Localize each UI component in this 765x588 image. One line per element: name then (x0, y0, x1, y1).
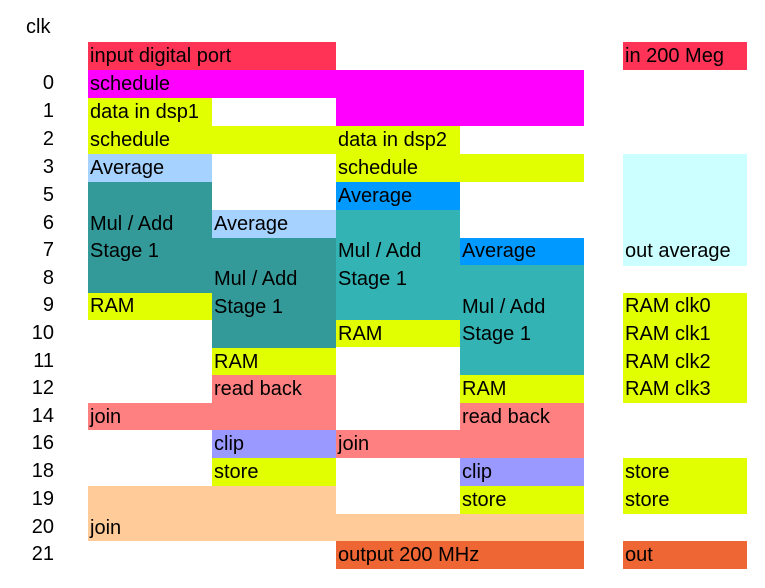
stage-label-store-19r: store (625, 489, 670, 511)
pipeline-block-salmon (336, 430, 584, 458)
clock-row-label: 20 (31, 516, 54, 538)
stage-label-ram-clk0: RAM clk0 (625, 295, 711, 317)
pipeline-block-orange (336, 541, 584, 569)
pipeline-block-blue (336, 182, 460, 210)
stage-label-average-5: Average (338, 185, 413, 207)
stage-label-stage1-b: Stage 1 (338, 268, 407, 290)
pipeline-block-yellow (460, 486, 584, 514)
pipeline-block-lightblue (212, 210, 336, 238)
pipeline-block-peach (88, 514, 584, 541)
pipeline-block-teal_light (336, 210, 460, 320)
stage-label-mul-add-b: Mul / Add (338, 240, 422, 262)
clock-row-label: 8 (42, 267, 54, 289)
stage-label-stage1-d: Stage 1 (462, 323, 531, 345)
clock-row-label: 5 (42, 184, 54, 206)
stage-label-schedule-2: schedule (90, 129, 171, 151)
pipeline-block-salmon (212, 375, 336, 403)
pipeline-block-yellow (212, 458, 336, 486)
pipeline-block-teal (212, 238, 336, 348)
clock-row-label: 2 (42, 128, 54, 150)
pipeline-block-red (623, 42, 747, 70)
clock-row-label: 0 (42, 72, 54, 94)
clock-row-label: 21 (31, 543, 54, 565)
stage-label-ram-12: RAM (462, 378, 507, 400)
stage-label-ram-9: RAM (90, 295, 135, 317)
stage-label-store-18: store (214, 461, 259, 483)
stage-label-stage1-a: Stage 1 (90, 240, 159, 262)
stage-label-in-200: in 200 Meg (625, 45, 724, 67)
pipeline-block-lavender (460, 458, 584, 486)
pipeline-block-yellow (623, 458, 747, 514)
pipeline-block-blue (460, 238, 584, 266)
stage-label-ram-clk2: RAM clk2 (625, 351, 711, 373)
clock-row-label: 1 (42, 100, 54, 122)
stage-label-store-19: store (462, 489, 507, 511)
clock-row-label: 11 (33, 350, 54, 372)
clock-row-label: 3 (42, 156, 54, 178)
pipeline-block-yellow (88, 126, 336, 154)
pipeline-block-yellow (336, 154, 584, 182)
pipeline-block-salmon (460, 403, 584, 430)
clk-header: clk (26, 16, 51, 38)
clock-row-label: 14 (31, 405, 54, 427)
clock-row-label: 10 (31, 322, 54, 344)
stage-label-data-dsp1: data in dsp1 (90, 101, 199, 123)
clock-row-label: 19 (31, 488, 54, 510)
stage-label-ram-11: RAM (214, 351, 259, 373)
pipeline-block-yellow (460, 375, 584, 403)
pipeline-block-teal (88, 182, 212, 293)
stage-label-join-14: join (90, 406, 122, 428)
pipeline-block-yellow (212, 348, 336, 375)
pipeline-block-magenta (336, 98, 584, 126)
clock-row-label: 9 (42, 294, 54, 316)
pipeline-block-yellow (336, 126, 460, 154)
clock-row-label: 6 (42, 212, 54, 234)
pipeline-block-lightblue (88, 154, 212, 182)
pipeline-block-yellow (88, 293, 212, 320)
stage-label-ram-clk3: RAM clk3 (625, 378, 711, 400)
pipeline-block-red (88, 42, 336, 70)
stage-label-join-20: join (90, 517, 122, 539)
stage-label-average-7: Average (462, 240, 537, 262)
stage-label-ram-clk1: RAM clk1 (625, 323, 711, 345)
stage-label-average-6: Average (214, 213, 289, 235)
stage-label-mul-add-c: Mul / Add (214, 268, 298, 290)
stage-label-schedule-3: schedule (338, 157, 419, 179)
stage-label-mul-add-d: Mul / Add (462, 296, 546, 318)
stage-label-average-3: Average (90, 157, 165, 179)
pipeline-block-teal_light (460, 265, 584, 375)
stage-label-ram-10: RAM (338, 323, 383, 345)
pipeline-block-peach (88, 486, 336, 514)
stage-label-data-dsp2: data in dsp2 (338, 129, 447, 151)
pipeline-block-lavender (212, 430, 336, 458)
stage-label-stage1-c: Stage 1 (214, 296, 283, 318)
stage-label-join-16: join (338, 433, 370, 455)
clock-row-label: 18 (31, 460, 54, 482)
pipeline-block-salmon (88, 403, 336, 430)
stage-label-clip-18: clip (462, 461, 493, 483)
stage-label-read-back-14: read back (462, 406, 550, 428)
stage-label-out: out (625, 544, 653, 566)
stage-label-schedule-0: schedule (90, 73, 171, 95)
clock-row-label: 12 (31, 377, 54, 399)
pipeline-block-yellow (623, 293, 747, 403)
stage-label-clip-16: clip (214, 433, 245, 455)
stage-label-input-port: input digital port (90, 45, 232, 67)
stage-label-store-18r: store (625, 461, 670, 483)
stage-label-mul-add-a: Mul / Add (90, 213, 174, 235)
clock-row-label: 7 (42, 239, 54, 261)
pipeline-block-magenta (88, 70, 584, 98)
clock-row-label: 16 (31, 432, 54, 454)
pipeline-block-yellow (88, 98, 212, 126)
stage-label-out-average: out average (625, 240, 731, 262)
pipeline-block-yellow (336, 320, 460, 347)
stage-label-output-200: output 200 MHz (338, 544, 480, 566)
pipeline-block-orange (623, 541, 747, 569)
stage-label-read-back-12: read back (214, 378, 302, 400)
pipeline-block-cyan_light (623, 154, 747, 266)
